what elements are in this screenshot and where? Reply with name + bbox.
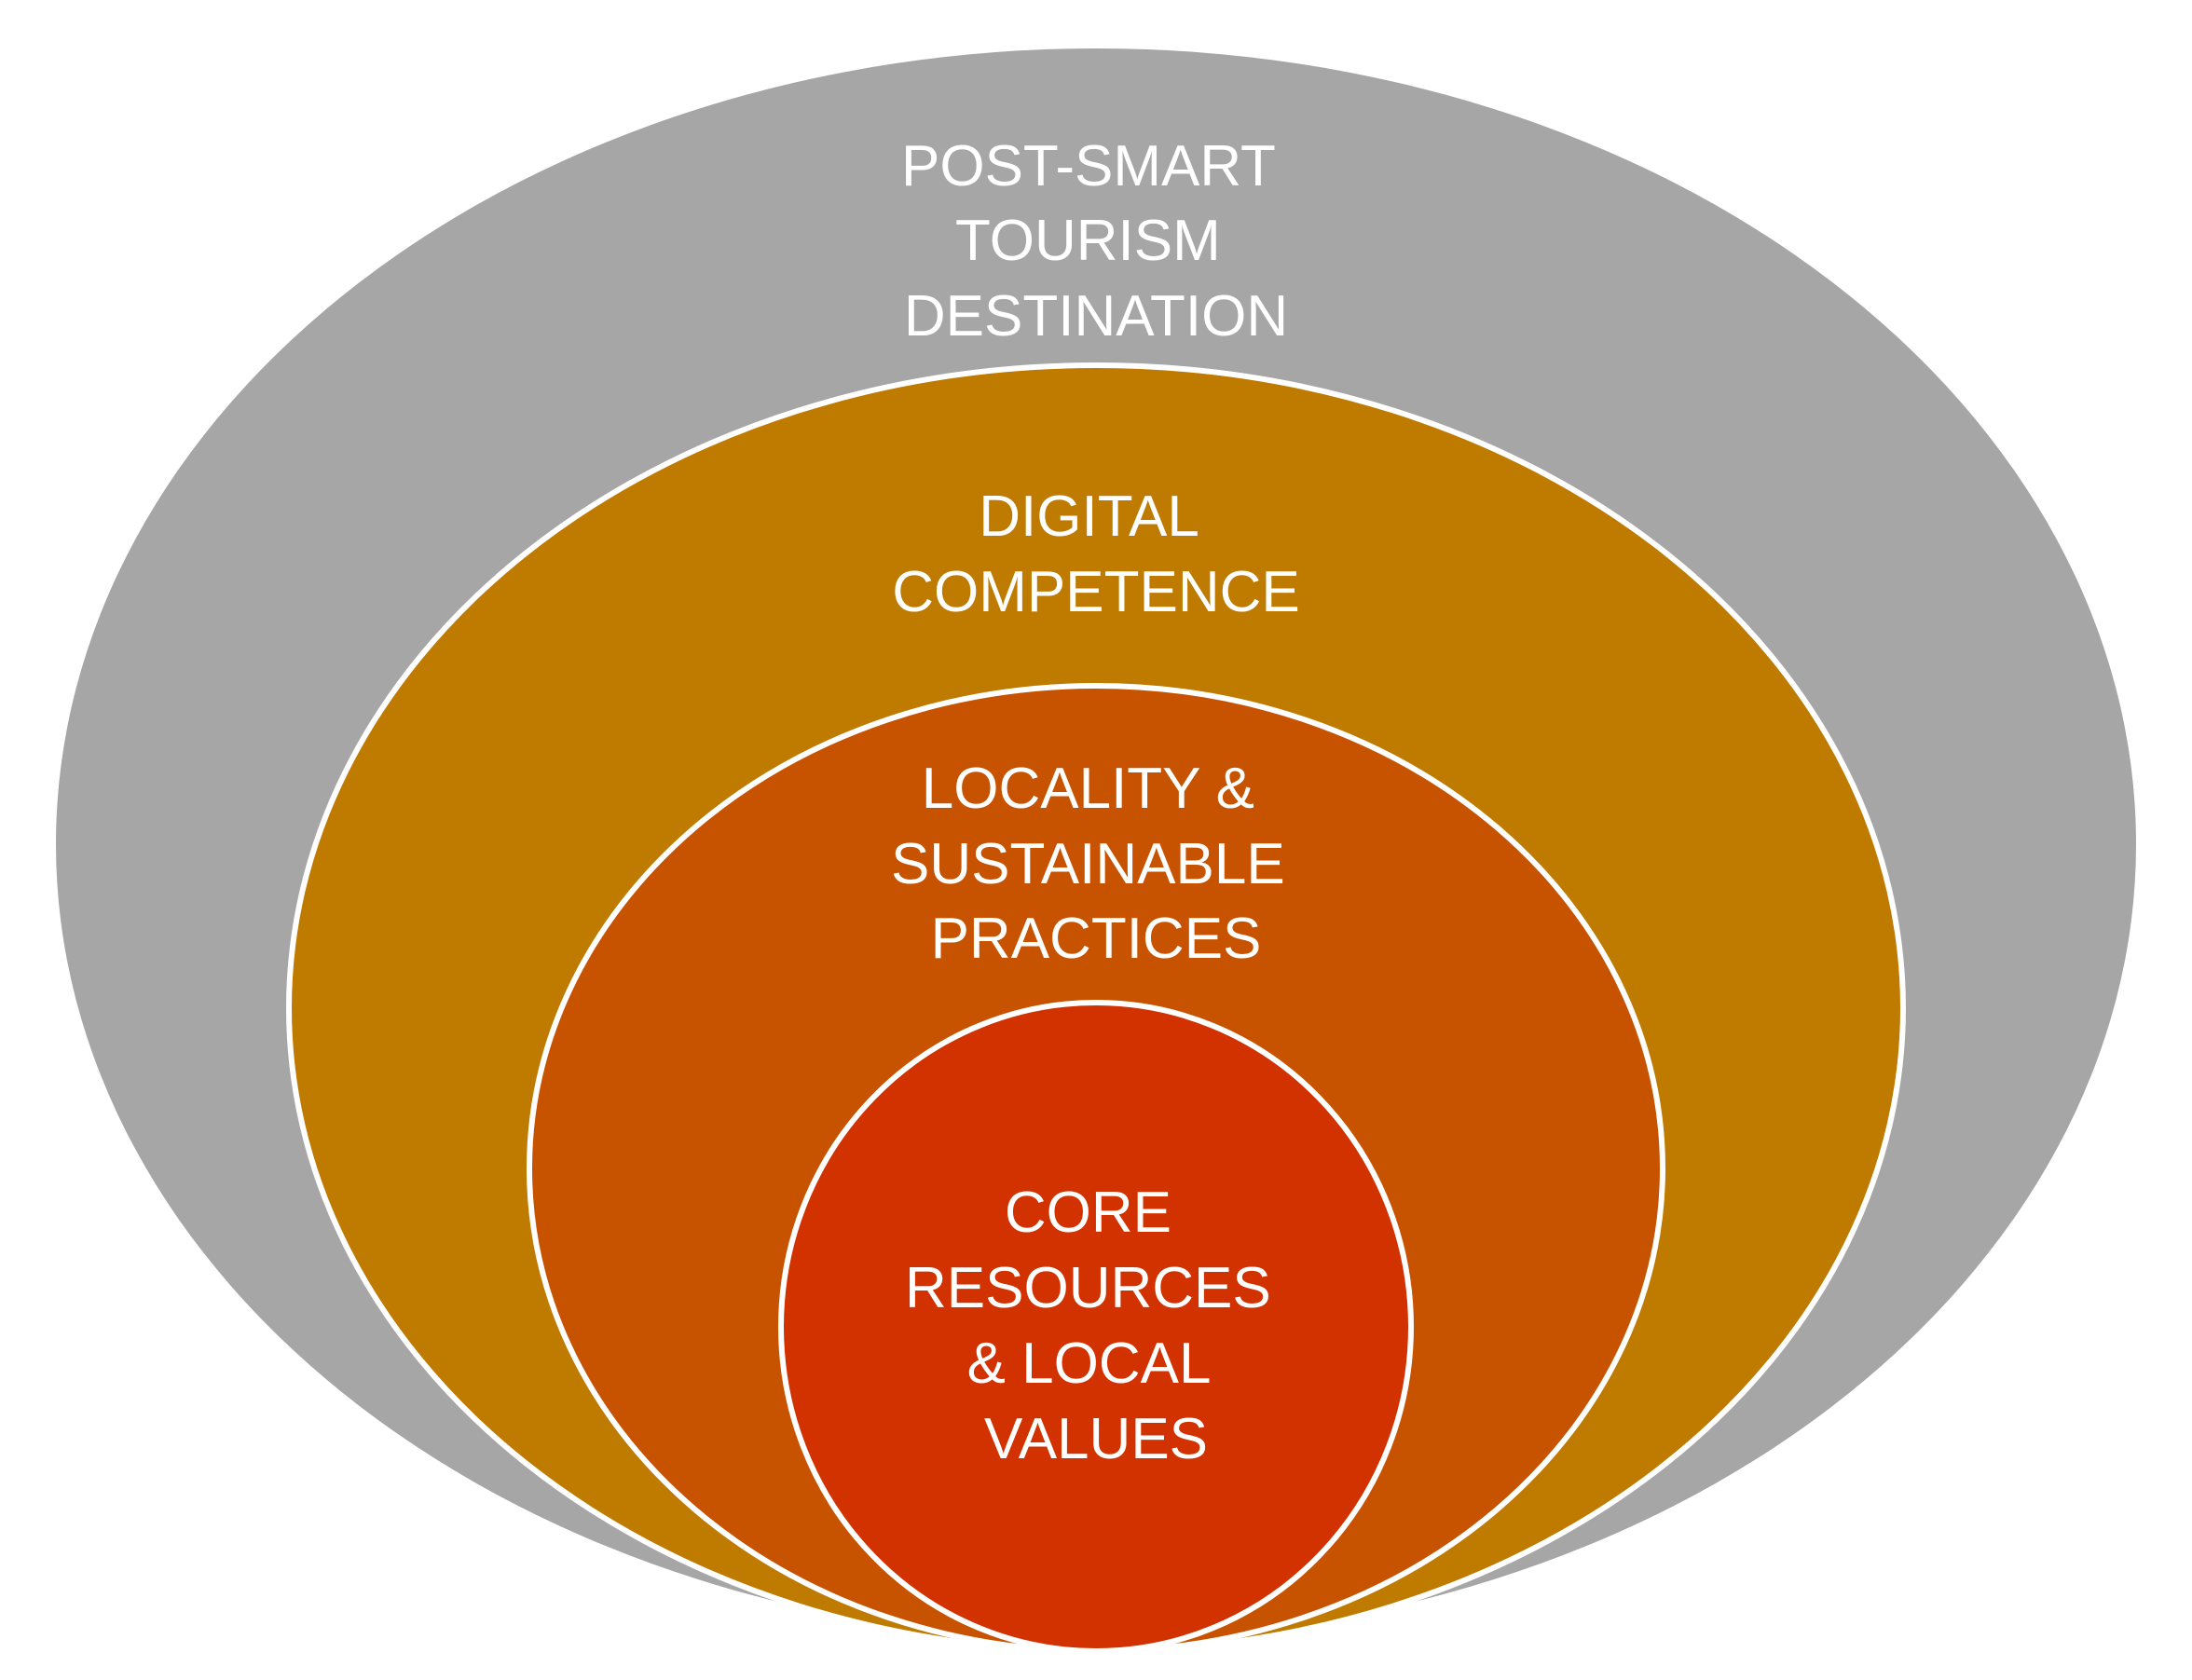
label-line: LOCALITY & [922,757,1254,821]
digital-competence-label: DIGITAL COMPETENCE [892,485,1299,624]
core-circle [778,1000,1414,1654]
label-line: PRACTICES [931,907,1262,971]
label-line: POST-SMART [901,134,1275,198]
locality-label: LOCALITY & SUSTAINABLE PRACTICES [891,757,1301,971]
label-line: TOURISM [955,209,1221,273]
label-line: DESTINATION [904,284,1288,348]
label-line: CORE [1005,1181,1171,1245]
label-line: COMPETENCE [892,560,1299,624]
label-line: SUSTAINABLE [891,832,1285,896]
label-line: & LOCAL [967,1332,1210,1396]
label-line: VALUES [984,1407,1208,1471]
label-line: DIGITAL [979,485,1198,549]
outer-layer-label: POST-SMART TOURISM DESTINATION [901,134,1291,348]
label-line: RESOURCES [905,1256,1271,1320]
core-label: CORE RESOURCES & LOCAL VALUES [905,1181,1287,1471]
layer-core-resources-local-values: CORE RESOURCES & LOCAL VALUES [778,1000,1414,1654]
